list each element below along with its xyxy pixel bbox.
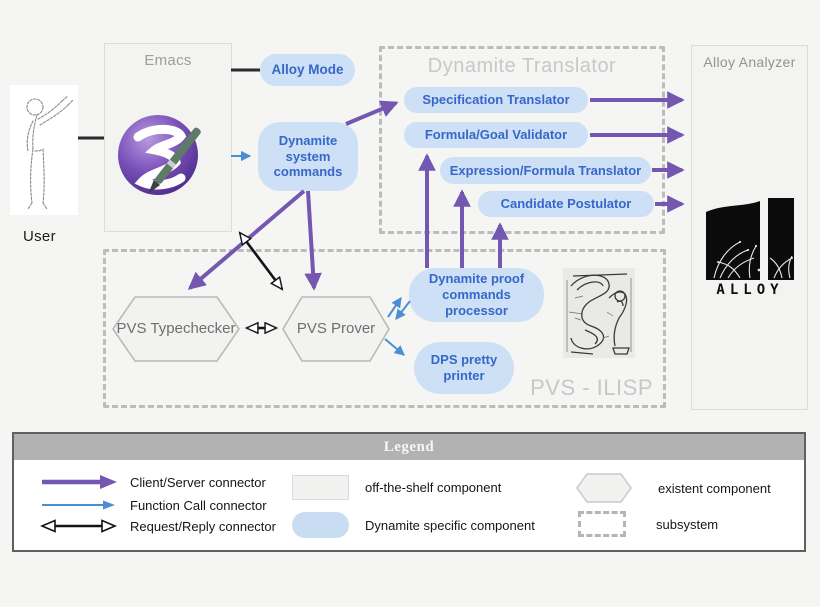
legend-item-off-the-shelf: off-the-shelf component bbox=[292, 475, 501, 500]
candidate-postulator-label: Candidate Postulator bbox=[500, 196, 632, 212]
subsystem-label: subsystem bbox=[656, 516, 719, 532]
emacs-logo bbox=[115, 112, 207, 204]
hexagon-shape bbox=[282, 296, 390, 362]
pvs-prover-component: PVS Prover bbox=[282, 296, 390, 362]
legend-item-subsystem: subsystem bbox=[578, 511, 718, 537]
alloy-mode-component: Alloy Mode bbox=[260, 54, 355, 86]
emacs-title: Emacs bbox=[144, 52, 192, 69]
legend-item-dynamite-specific: Dynamite specific component bbox=[292, 512, 535, 538]
function-call-label: Function Call connector bbox=[130, 497, 267, 513]
request-reply-label: Request/Reply connector bbox=[130, 518, 276, 534]
legend-panel: Legend Client/Server connector Function … bbox=[12, 432, 806, 552]
dynamite-translator-title: Dynamite Translator bbox=[427, 55, 617, 77]
dynamite-system-commands-label: Dynamite system commands bbox=[273, 132, 343, 180]
pvs-prover-label: PVS Prover bbox=[296, 319, 376, 337]
hexagon-shape bbox=[112, 296, 240, 362]
legend-item-function-call: Function Call connector bbox=[40, 497, 267, 513]
legend-item-existent-component: existent component bbox=[576, 473, 771, 503]
subsystem-sample bbox=[578, 511, 626, 537]
alloy-mode-label: Alloy Mode bbox=[271, 61, 344, 77]
dynamite-specific-sample bbox=[292, 512, 349, 538]
alloy-logo-graphic bbox=[706, 198, 794, 280]
alloy-logo-image bbox=[704, 198, 796, 282]
pvs-typechecker-label: PVS Typechecker bbox=[116, 319, 236, 337]
pvs-typechecker-component: PVS Typechecker bbox=[112, 296, 240, 362]
user-label: User bbox=[23, 228, 56, 245]
pvs-ilisp-title: PVS - ILISP bbox=[530, 375, 653, 400]
user-sketch bbox=[26, 95, 74, 210]
existent-component-sample bbox=[576, 473, 632, 503]
alloy-logo-text: ALLOY bbox=[716, 282, 784, 298]
pvs-logo-image bbox=[563, 268, 635, 358]
dynamite-proof-commands-processor-component: Dynamite proof commands processor bbox=[409, 268, 544, 322]
candidate-postulator-component: Candidate Postulator bbox=[478, 191, 654, 217]
expression-formula-translator-label: Expression/Formula Translator bbox=[449, 162, 642, 178]
off-the-shelf-label: off-the-shelf component bbox=[365, 480, 502, 495]
emacs-logo-image bbox=[118, 115, 201, 195]
specification-translator-component: Specification Translator bbox=[404, 87, 588, 113]
dynamite-proof-commands-processor-label: Dynamite proof commands processor bbox=[428, 271, 525, 318]
legend-item-request-reply: Request/Reply connector bbox=[40, 518, 276, 534]
dynamite-translator-subsystem-box: Dynamite Translator bbox=[379, 46, 665, 234]
user-figure-image bbox=[10, 85, 78, 215]
dps-pretty-printer-component: DPS pretty printer bbox=[414, 342, 514, 394]
legend-item-client-server: Client/Server connector bbox=[40, 474, 266, 490]
off-the-shelf-sample bbox=[292, 475, 349, 500]
legend-title: Legend bbox=[383, 438, 435, 455]
alloy-analyzer-title: Alloy Analyzer bbox=[703, 54, 796, 70]
existent-component-label: existent component bbox=[658, 480, 771, 496]
pvs-ilisp-subsystem-box: PVS - ILISP bbox=[103, 249, 666, 408]
dynamite-system-commands-component: Dynamite system commands bbox=[258, 122, 358, 191]
formula-goal-validator-component: Formula/Goal Validator bbox=[404, 122, 588, 148]
request-reply-arrow-icon bbox=[40, 519, 118, 533]
dynamite-specific-label: Dynamite specific component bbox=[365, 517, 535, 533]
formula-goal-validator-label: Formula/Goal Validator bbox=[424, 127, 568, 143]
dps-pretty-printer-label: DPS pretty printer bbox=[430, 352, 498, 383]
client-server-arrow-icon bbox=[42, 475, 117, 489]
function-call-arrow-icon bbox=[42, 500, 115, 510]
client-server-label: Client/Server connector bbox=[130, 474, 266, 490]
expression-formula-translator-component: Expression/Formula Translator bbox=[440, 157, 651, 184]
specification-translator-label: Specification Translator bbox=[422, 92, 570, 108]
legend-header: Legend bbox=[14, 434, 804, 460]
pvs-engraving bbox=[563, 268, 635, 358]
